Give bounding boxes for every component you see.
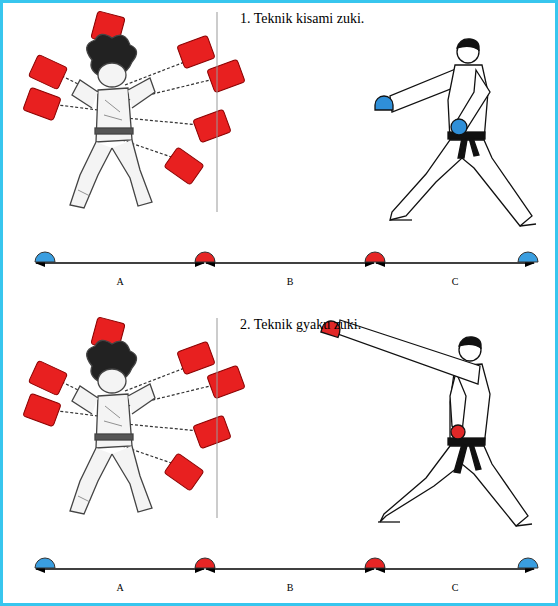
technique-title: 2. Teknik gyaku zuki. xyxy=(240,318,361,332)
target-figure xyxy=(23,11,245,208)
distance-axis xyxy=(35,252,538,263)
distance-label: A xyxy=(116,277,123,287)
divider-line xyxy=(217,318,218,518)
technique-title: 1. Teknik kisami zuki. xyxy=(240,12,364,26)
distance-label: A xyxy=(116,583,123,593)
divider-line xyxy=(217,12,218,212)
distance-label: C xyxy=(452,583,459,593)
distance-label: C xyxy=(452,277,459,287)
karateka-kisami xyxy=(375,39,536,226)
target-figure xyxy=(23,317,245,514)
distance-label: B xyxy=(287,277,294,287)
distance-label: B xyxy=(287,583,294,593)
distance-axis xyxy=(35,558,538,569)
karateka-gyaku xyxy=(321,319,532,526)
